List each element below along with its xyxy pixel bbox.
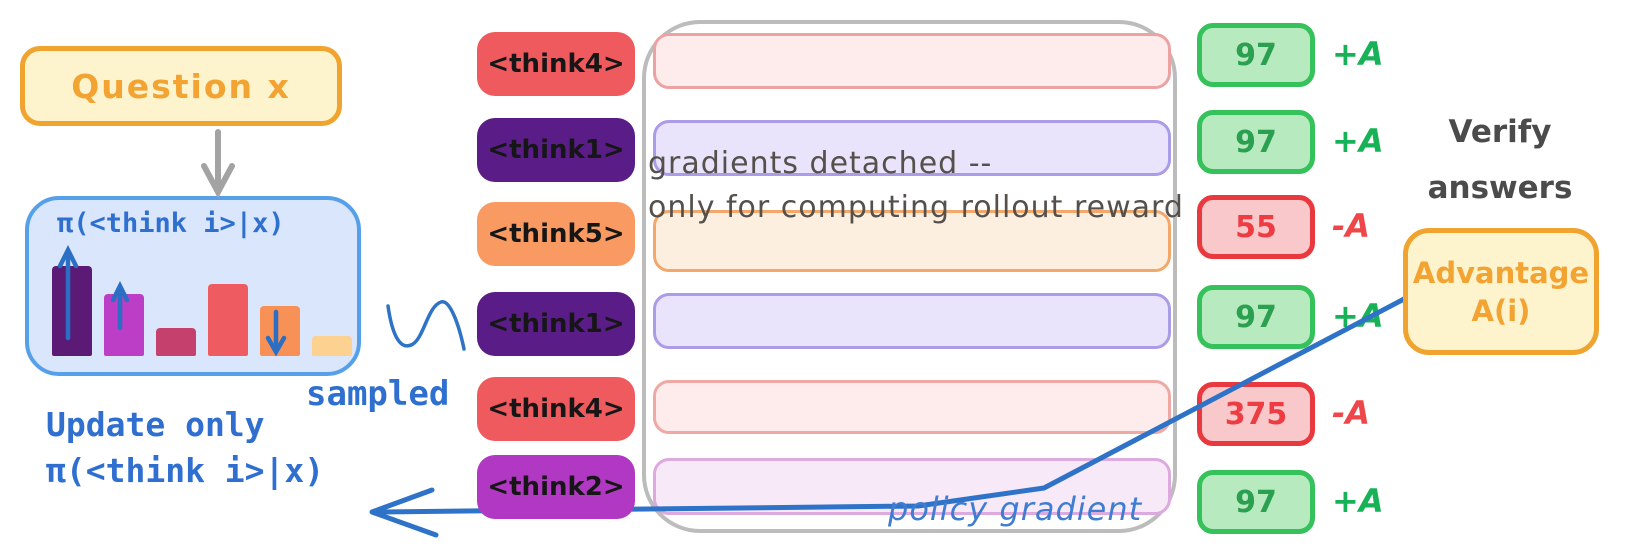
advantage-line1: Advantage [1412,255,1590,290]
question-label: Question x [71,66,291,106]
policy-gradient-label: policy gradient [888,490,1143,528]
score-box: 375 [1197,382,1315,446]
question-box: Question x [20,46,342,126]
policy-formula: π(<think i>|x) [57,208,285,239]
rollout-bar [653,293,1171,349]
advantage-sign-label: +A [1332,122,1384,160]
advantage-sign-label: +A [1332,297,1384,335]
rollout-reward-note: only for computing rollout reward [648,190,1184,225]
rollout-container [642,20,1177,533]
advantage-line2: A(i) [1471,293,1531,328]
score-box: 97 [1197,285,1315,349]
score-box: 97 [1197,23,1315,87]
advantage-box: Advantage A(i) [1403,228,1599,355]
probability-bar-5 [260,306,300,356]
update-line2: π(<think i>|x) [46,451,325,490]
verify-line1: Verify [1448,114,1552,150]
sampled-label: sampled [306,374,450,414]
probability-bar-3 [156,328,196,356]
advantage-sign-label: -A [1332,394,1371,432]
update-only-label: Update only π(<think i>|x) [46,402,324,494]
advantage-sign-label: -A [1332,207,1371,245]
probability-bar-6 [312,336,352,356]
probability-bar-4 [208,284,248,356]
think-tag: <think1> [477,118,635,182]
verify-answers-label: Verify answers [1405,104,1595,216]
verify-line2: answers [1427,170,1573,206]
question-to-policy-arrow [201,129,235,199]
rollout-bar [653,33,1171,89]
think-tag: <think4> [477,32,635,96]
policy-distribution-box: π(<think i>|x) [25,196,361,376]
score-box: 97 [1197,470,1315,534]
score-box: 97 [1197,110,1315,174]
sampling-squiggle [386,300,466,351]
think-tag: <think2> [477,455,635,519]
score-box: 55 [1197,195,1315,259]
think-tag: <think4> [477,377,635,441]
gradients-detached-note: gradients detached -- [648,146,993,181]
advantage-sign-label: +A [1332,35,1384,73]
rollout-bar [653,380,1171,434]
advantage-sign-label: +A [1332,482,1384,520]
update-line1: Update only [46,405,265,444]
think-tag: <think5> [477,202,635,266]
probability-bar-2 [104,294,144,356]
rollout-bar [653,120,1171,176]
probability-bar-1 [52,266,92,356]
think-tag: <think1> [477,292,635,356]
rollout-bar [653,210,1171,272]
